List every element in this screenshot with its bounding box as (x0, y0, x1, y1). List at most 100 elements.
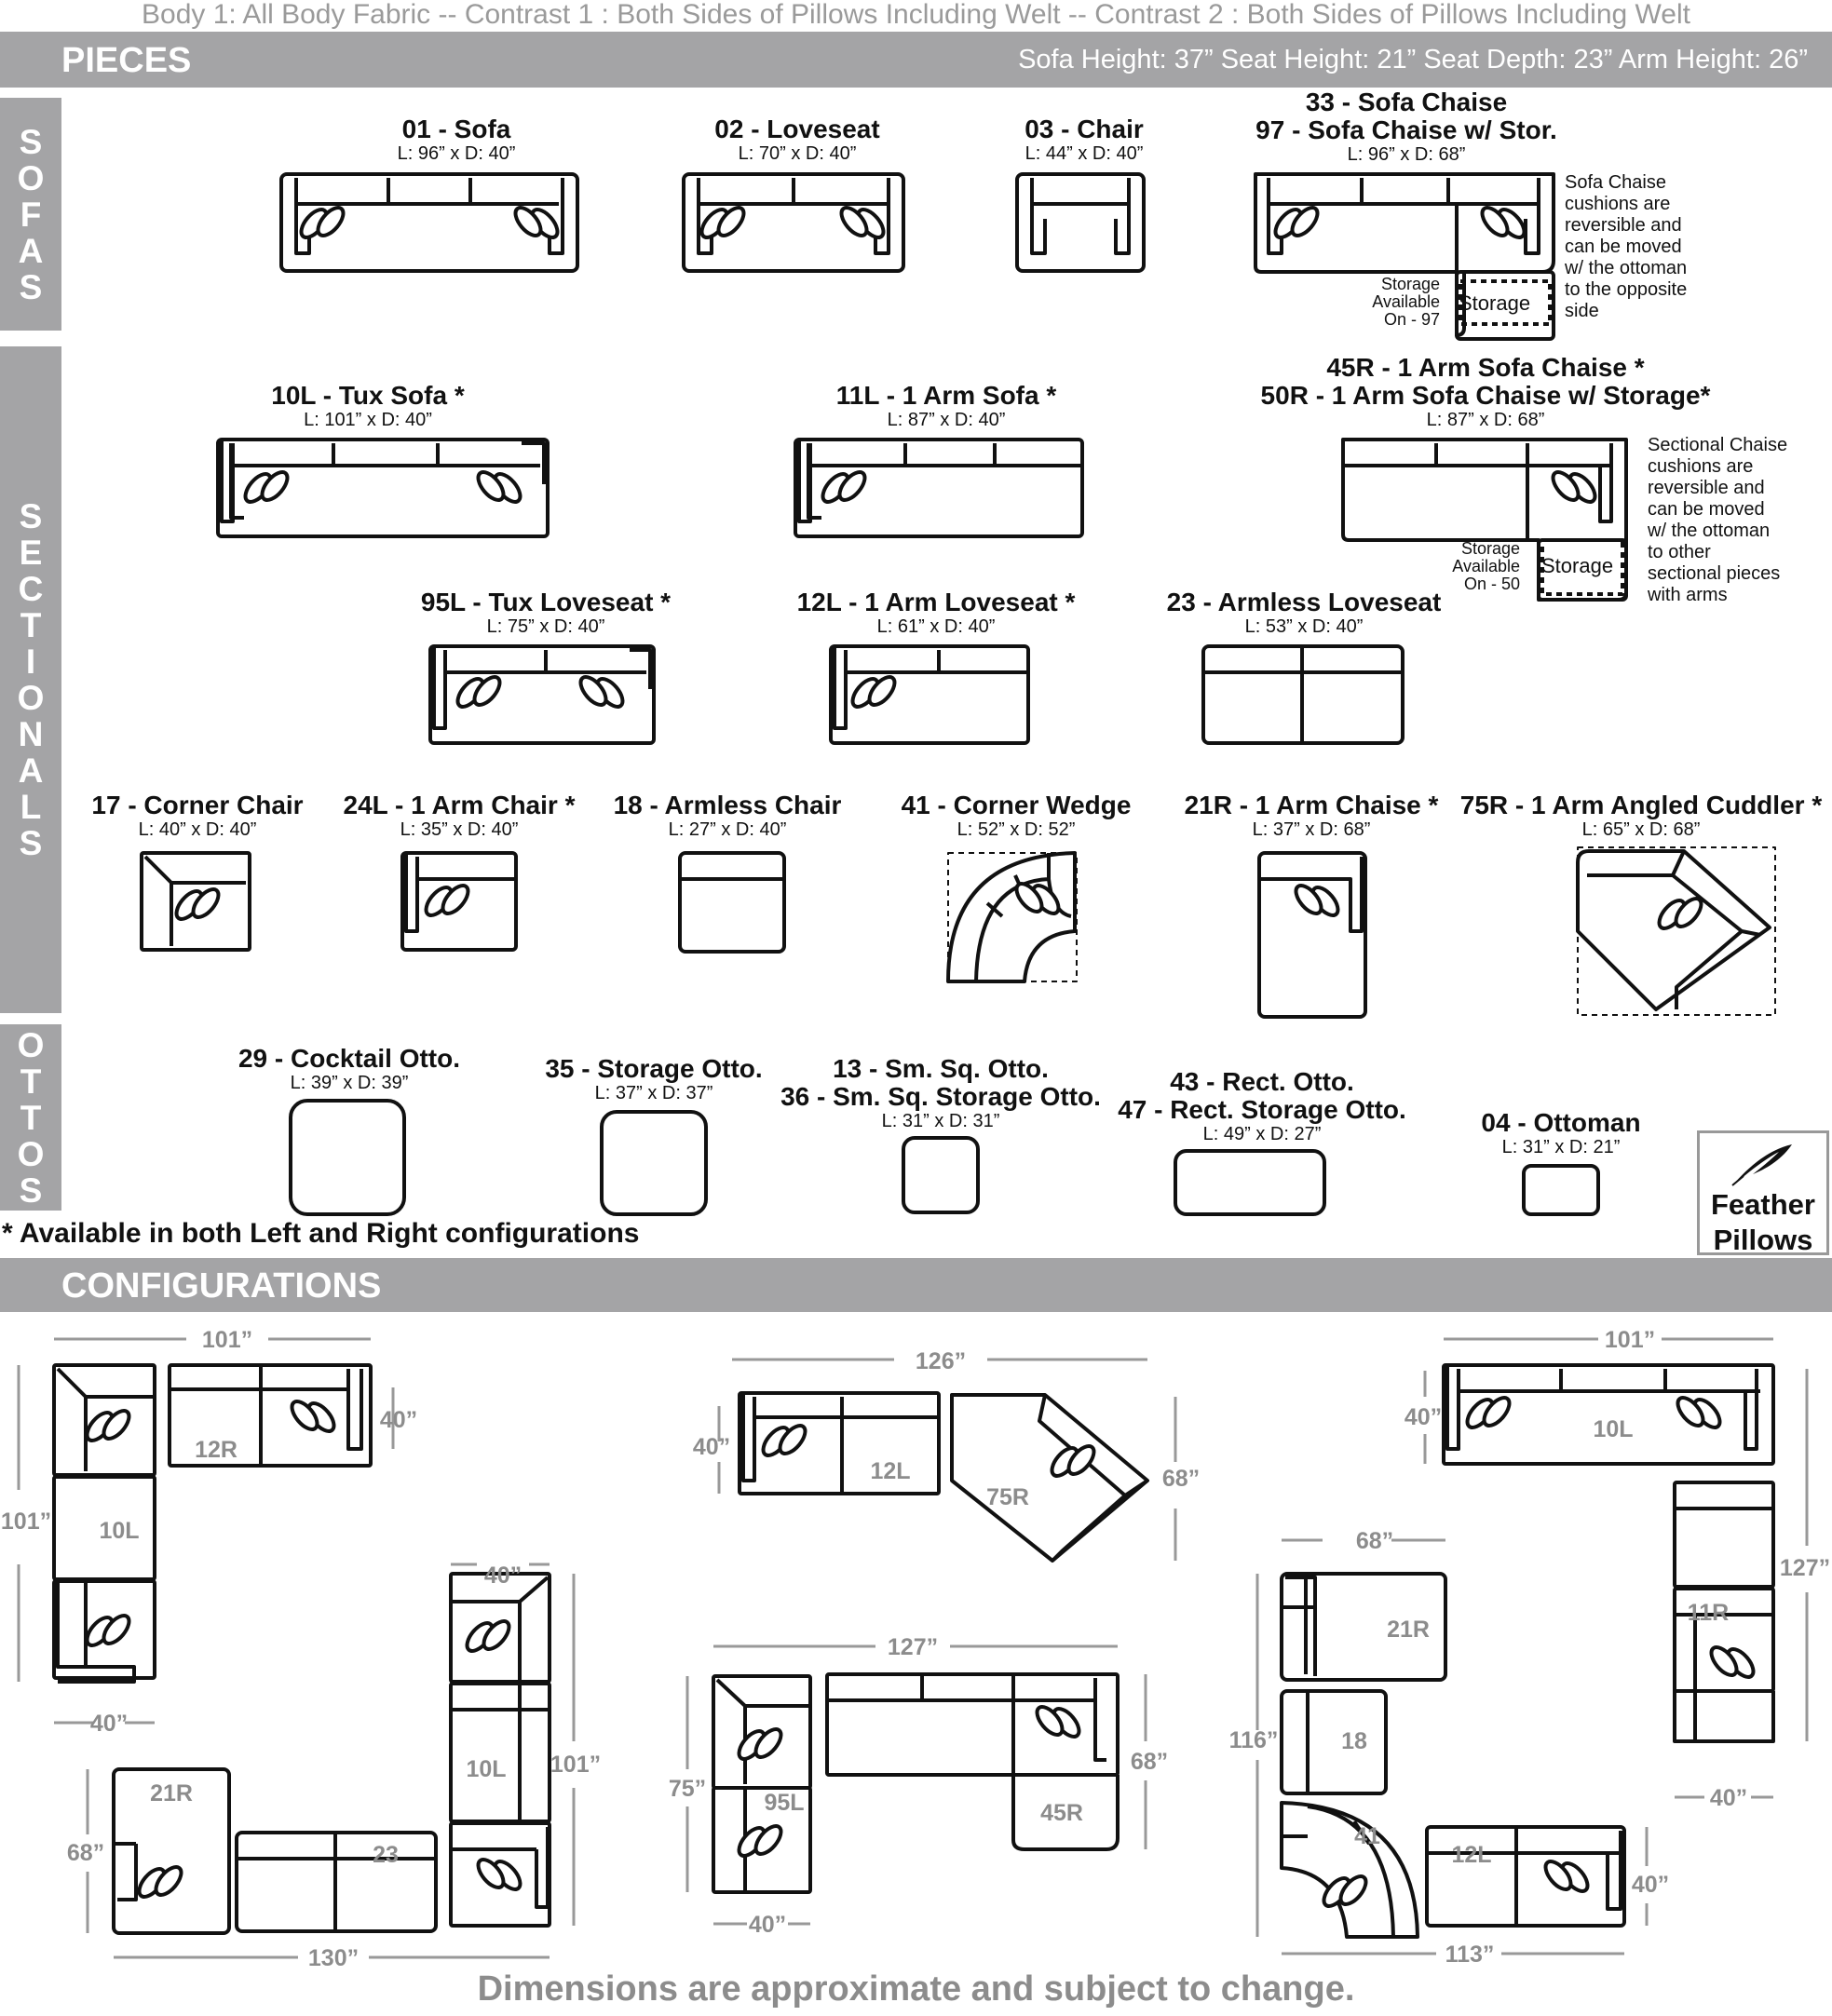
one-arm-chaise-drawing (1257, 851, 1367, 1019)
piece-armless-loveseat: 23 - Armless Loveseat L: 53” x D: 40” (1150, 589, 1458, 638)
note-line: cushions are (1565, 194, 1671, 214)
pillow-icon (285, 1395, 341, 1438)
pillow-icon (1317, 1870, 1373, 1913)
storage-available-97: Storage Available On - 97 (1360, 276, 1440, 329)
dim-label: 101” (202, 1327, 252, 1353)
pillow-icon (1010, 877, 1065, 920)
note-line: Available (1372, 292, 1440, 311)
piece-chair: 03 - Chair L: 44” x D: 40” (991, 115, 1177, 165)
note-line: Storage (1460, 539, 1520, 558)
dim-label: 126” (916, 1348, 966, 1374)
config-2 (738, 1391, 1149, 1563)
piece-armless-chair: 18 - Armless Chair L: 27” x D: 40” (605, 791, 849, 841)
piece-dimensions: L: 75” x D: 40” (486, 616, 605, 637)
note-line: w/ the ottoman (1565, 258, 1688, 278)
chair-drawing (1015, 172, 1146, 273)
piece-dimensions: L: 96” x D: 40” (397, 143, 516, 164)
side-letter: A (18, 231, 44, 270)
pillow-icon (1475, 201, 1531, 244)
dim-label: 101” (550, 1752, 601, 1778)
feather-icon (1731, 1144, 1792, 1186)
side-letter: S (19, 497, 43, 535)
corner-wedge-drawing (946, 851, 1078, 983)
dim-label: 130” (308, 1945, 359, 1971)
note-line: with arms (1648, 585, 1728, 605)
pillow-icon (695, 201, 751, 244)
dim-label: 75” (669, 1776, 706, 1802)
pillow-icon (732, 1723, 788, 1766)
side-letter: A (18, 751, 44, 790)
config-5 (712, 1672, 1120, 1894)
piece-code-labels: 12R 10L 12L 75R 10L 11R 10L 21R 23 95L 4… (99, 1416, 1729, 1868)
note-line: to other (1648, 542, 1711, 562)
dim-label: 113” (1445, 1942, 1495, 1968)
one-arm-loveseat-drawing (829, 644, 1030, 745)
dimension-labels: 101” 40” 101” 40” 126” 40” 68” 101” 40” … (1, 1327, 1830, 1971)
config-6 (1280, 1572, 1626, 1939)
piece-code: 21R (1387, 1617, 1430, 1643)
side-letter: F (20, 195, 42, 234)
disclaimer: Dimensions are approximate and subject t… (477, 1969, 1355, 2009)
dim-label: 40” (380, 1407, 417, 1433)
feather-label: Feather (1711, 1188, 1815, 1221)
pillows-label: Pillows (1713, 1224, 1813, 1256)
side-letter: S (19, 824, 43, 862)
side-letter: C (18, 570, 44, 608)
piece-rect-otto: 43 - Rect. Otto. 47 - Rect. Storage Otto… (1108, 1068, 1416, 1145)
piece-name: 02 - Loveseat (714, 115, 880, 143)
storage-otto-drawing (600, 1110, 708, 1216)
piece-dimensions: L: 96” x D: 68” (1347, 144, 1466, 165)
piece-dimensions: L: 39” x D: 39” (290, 1073, 409, 1093)
piece-code: 23 (373, 1842, 399, 1868)
piece-code: 12L (1451, 1842, 1491, 1868)
pillow-icon (1289, 879, 1345, 922)
piece-name: 01 - Sofa (401, 115, 511, 143)
piece-name: 95L - Tux Loveseat * (420, 588, 672, 616)
piece-dimensions: L: 87” x D: 40” (887, 410, 1006, 430)
side-letter: E (19, 534, 43, 572)
pillow-icon (1671, 1391, 1727, 1434)
piece-name: 03 - Chair (1025, 115, 1144, 143)
dim-label: 40” (1710, 1785, 1747, 1811)
dim-label: 40” (1632, 1872, 1669, 1898)
side-letter: T (20, 1062, 42, 1101)
piece-name: 12L - 1 Arm Loveseat * (796, 588, 1076, 616)
sectional-chaise-note: Sectional Chaise cushions are reversible… (1648, 435, 1787, 606)
piece-name: 18 - Armless Chair (613, 791, 842, 819)
piece-loveseat: 02 - Loveseat L: 70” x D: 40” (658, 115, 937, 165)
height-dimensions: Sofa Height: 37” Seat Height: 21” Seat D… (1018, 45, 1808, 74)
pillow-icon (846, 670, 902, 713)
storage-label-50: Storage (1541, 554, 1614, 577)
pillow-icon (294, 201, 350, 244)
piece-name-alt: 50R - 1 Arm Sofa Chaise w/ Storage* (1260, 381, 1711, 410)
note-line: Available (1452, 557, 1520, 575)
availability-note: * Available in both Left and Right confi… (2, 1218, 640, 1249)
side-letter: S (19, 122, 43, 161)
note-line: can be moved (1648, 499, 1765, 520)
sofa-chaise-note: Sofa Chaise cushions are reversible and … (1565, 172, 1687, 322)
piece-one-arm-sofa: 11L - 1 Arm Sofa * L: 87” x D: 40” (807, 382, 1086, 431)
pieces-title: PIECES (61, 41, 192, 80)
sofa-chaise-drawing (1254, 172, 1555, 341)
dimension-lines (17, 1337, 1809, 1959)
note-line: side (1565, 301, 1599, 321)
piece-name: 17 - Corner Chair (91, 791, 304, 819)
dim-label: 40” (693, 1434, 730, 1460)
piece-code: 10L (1593, 1416, 1633, 1442)
piece-dimensions: L: 37” x D: 37” (594, 1083, 713, 1103)
piece-name: 21R - 1 Arm Chaise * (1184, 791, 1439, 819)
dim-label: 68” (67, 1840, 104, 1866)
pillow-icon (80, 1609, 136, 1652)
pillow-icon (451, 670, 507, 713)
note-line: w/ the ottoman (1648, 521, 1771, 541)
one-arm-sofa-drawing (794, 438, 1084, 538)
piece-ottoman: 04 - Ottoman L: 31” x D: 21” (1459, 1108, 1663, 1158)
piece-code: 11R (1688, 1600, 1729, 1626)
piece-name: 04 - Ottoman (1481, 1108, 1641, 1137)
piece-name: 45R - 1 Arm Sofa Chaise * (1326, 353, 1645, 382)
piece-code: 10L (466, 1756, 506, 1782)
sectionals-side-label: S E C T I O N A L S (0, 346, 61, 1013)
piece-name: 33 - Sofa Chaise (1305, 88, 1508, 116)
note-line: Sectional Chaise (1648, 435, 1788, 455)
piece-one-arm-sofa-chaise: 45R - 1 Arm Sofa Chaise * 50R - 1 Arm So… (1239, 353, 1732, 431)
